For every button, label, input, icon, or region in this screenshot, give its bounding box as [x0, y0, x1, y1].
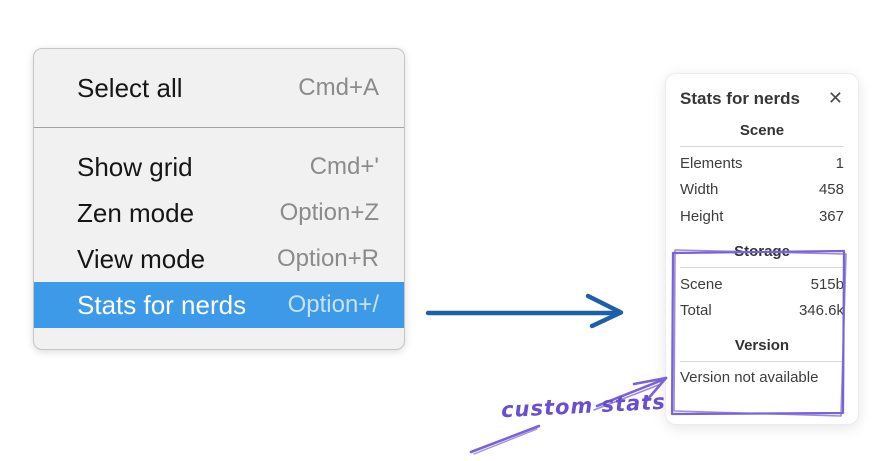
menu-item-label: Zen mode [77, 197, 195, 228]
section-divider [680, 266, 844, 268]
menu-item-label: Stats for nerds [77, 289, 247, 320]
menu-item-label: Show grid [77, 151, 193, 182]
stat-value: 367 [818, 207, 844, 225]
menu-item-label: Select all [77, 72, 183, 103]
section-heading-version: Version [734, 336, 790, 354]
stat-value: 346.6k [798, 302, 844, 320]
stat-row-elements: Elements 1 [680, 150, 844, 177]
stat-row-width: Width 458 [680, 177, 844, 204]
stat-value: 1 [835, 154, 844, 172]
menu-item-stats-for-nerds[interactable]: Stats for nerds Option+/ [34, 282, 404, 328]
menu-divider [34, 127, 404, 128]
menu-item-shortcut: Cmd+' [309, 153, 379, 180]
menu-item-show-grid[interactable]: Show grid Cmd+' [34, 144, 404, 190]
stat-label: Height [680, 207, 724, 225]
stats-panel-title: Stats for nerds [680, 89, 800, 108]
menu-group-bottom: Show grid Cmd+' Zen mode Option+Z View m… [34, 128, 404, 328]
version-note: Version not available [680, 368, 819, 386]
stat-value: 458 [818, 181, 844, 199]
close-icon[interactable]: ✕ [827, 88, 843, 109]
context-menu: Select all Cmd+A Show grid Cmd+' Zen mod… [33, 48, 405, 350]
stat-row-height: Height 367 [680, 203, 844, 230]
menu-item-label: View mode [77, 243, 206, 274]
stat-label: Elements [680, 154, 743, 172]
section-heading-scene: Scene [739, 122, 785, 139]
stat-label: Width [680, 181, 719, 199]
stats-panel: Stats for nerds ✕ Scene Elements 1 Width… [665, 73, 859, 425]
menu-item-zen-mode[interactable]: Zen mode Option+Z [34, 190, 404, 236]
stat-label: Scene [680, 275, 723, 293]
menu-item-shortcut: Cmd+A [298, 74, 379, 101]
menu-group-top: Select all Cmd+A [34, 49, 404, 127]
menu-item-shortcut: Option+/ [287, 291, 379, 318]
stat-label: Total [680, 302, 712, 320]
stats-panel-header: Stats for nerds ✕ [666, 74, 858, 109]
menu-item-select-all[interactable]: Select all Cmd+A [34, 62, 404, 114]
stat-row-total-storage: Total 346.6k [680, 297, 844, 324]
stat-row-scene-storage: Scene 515b [680, 271, 844, 298]
section-divider [680, 360, 844, 362]
section-heading-storage: Storage [734, 242, 790, 260]
stat-value: 515b [810, 275, 844, 293]
menu-item-shortcut: Option+R [276, 245, 379, 272]
menu-item-view-mode[interactable]: View mode Option+R [34, 236, 404, 282]
stats-panel-body: Scene Elements 1 Width 458 Height 367 St… [666, 122, 858, 390]
menu-item-shortcut: Option+Z [279, 199, 379, 226]
annotation-custom-stats: custom stats [500, 389, 667, 423]
flow-arrow-icon [425, 293, 624, 329]
section-divider [680, 146, 844, 147]
